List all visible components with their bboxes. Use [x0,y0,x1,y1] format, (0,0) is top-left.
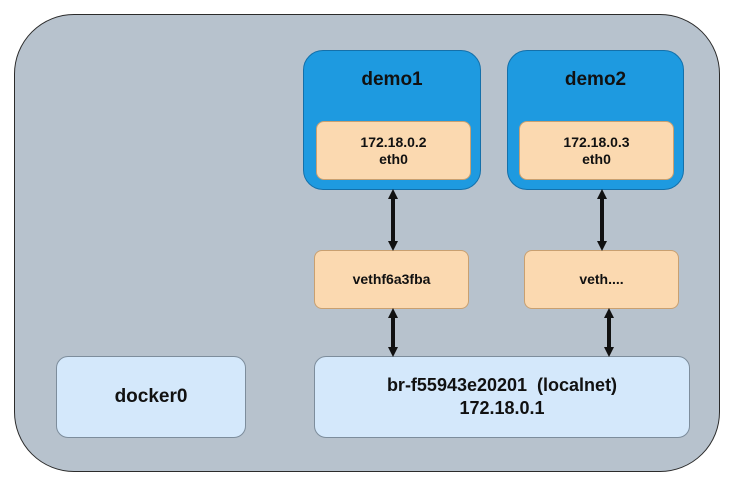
container-demo1-title: demo1 [361,69,423,90]
docker0-bridge: docker0 [56,356,246,438]
demo1-ip: 172.18.0.2 [360,133,427,150]
demo1-iface-name: eth0 [379,150,408,167]
demo1-eth0-interface: 172.18.0.2 eth0 [316,121,471,180]
localnet-bridge: br-f55943e20201 (localnet) 172.18.0.1 [314,356,690,438]
docker0-label: docker0 [114,386,188,407]
veth-demo1-label: vethf6a3fba [352,271,431,287]
container-demo2-title: demo2 [564,69,627,90]
veth-demo2-label: veth.... [579,271,624,287]
bridge-ip: 172.18.0.1 [459,398,545,418]
demo2-iface-name: eth0 [582,150,611,167]
demo2-ip: 172.18.0.3 [563,133,630,150]
veth-demo1: vethf6a3fba [314,250,469,309]
veth-demo2: veth.... [524,250,679,309]
bridge-name: br-f55943e20201 (localnet) [386,375,618,395]
demo2-eth0-interface: 172.18.0.3 eth0 [519,121,674,180]
